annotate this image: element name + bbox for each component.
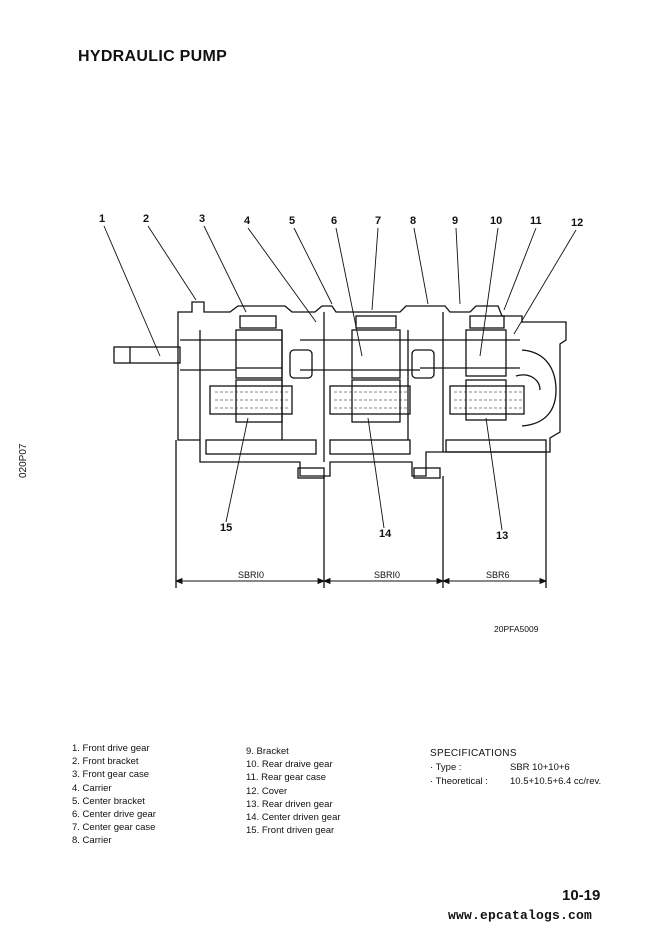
part-item: 4. Carrier [72, 782, 112, 794]
part-item: 15. Front driven gear [246, 825, 335, 837]
callout-5: 5 [289, 215, 296, 227]
spec-value: SBR 10+10+6 [510, 762, 570, 773]
part-item: 8. Carrier [72, 835, 112, 847]
part-item: 1. Front drive gear [72, 743, 150, 754]
part-item: 3. Front gear case [72, 769, 150, 781]
page-title: HYDRAULIC PUMP [78, 48, 228, 65]
dimension-label-rear: SBR6 [484, 570, 512, 580]
part-item: 6. Center drive gear [72, 809, 156, 821]
part-item: 7. Center gear case [72, 822, 156, 834]
figure-code: 20PFA5009 [494, 624, 539, 634]
spec-key: · Type : [430, 762, 462, 773]
spec-value: 10.5+10.5+6.4 cc/rev. [510, 775, 602, 787]
part-item: 14. Center driven gear [246, 812, 341, 824]
parts-list-right: 9. Bracket 10. Rear draive gear 11. Rear… [246, 745, 341, 837]
spec-row: · Type : SBR 10+10+6 [430, 761, 601, 775]
callout-10: 10 [490, 215, 503, 227]
callout-1: 1 [99, 213, 106, 225]
callout-9: 9 [452, 215, 459, 227]
part-item: 13. Rear driven gear [246, 798, 333, 810]
callout-14: 14 [379, 528, 392, 540]
callout-15: 15 [220, 522, 233, 534]
callout-8: 8 [410, 215, 417, 227]
part-item: 5. Center bracket [72, 795, 145, 807]
specifications-heading: SPECIFICATIONS [430, 748, 517, 759]
part-item: 12. Cover [246, 785, 288, 797]
callout-11: 11 [530, 215, 542, 227]
callout-6: 6 [331, 215, 338, 227]
specifications: SPECIFICATIONS · Type : SBR 10+10+6 · Th… [430, 748, 601, 788]
callout-7: 7 [375, 215, 382, 227]
callout-4: 4 [244, 215, 251, 227]
footer-watermark: www.epcatalogs.com [448, 908, 593, 923]
callout-13: 13 [496, 530, 509, 542]
callout-3: 3 [199, 213, 206, 225]
part-item: 2. Front bracket [72, 756, 139, 768]
dimension-label-front: SBRI0 [236, 570, 267, 580]
part-item: 11. Rear gear case [246, 772, 327, 784]
callout-2: 2 [143, 213, 150, 225]
spec-key: · Theoretical : [430, 775, 488, 787]
dimension-label-center: SBRI0 [372, 570, 403, 580]
part-item: 9. Bracket [246, 746, 289, 757]
callout-12: 12 [571, 217, 584, 229]
page-number: 10-19 [562, 887, 601, 904]
spec-row: · Theoretical : 10.5+10.5+6.4 cc/rev. [430, 775, 601, 789]
part-item: 10. Rear draive gear [246, 759, 333, 771]
parts-list-left: 1. Front drive gear 2. Front bracket 3. … [72, 742, 156, 848]
